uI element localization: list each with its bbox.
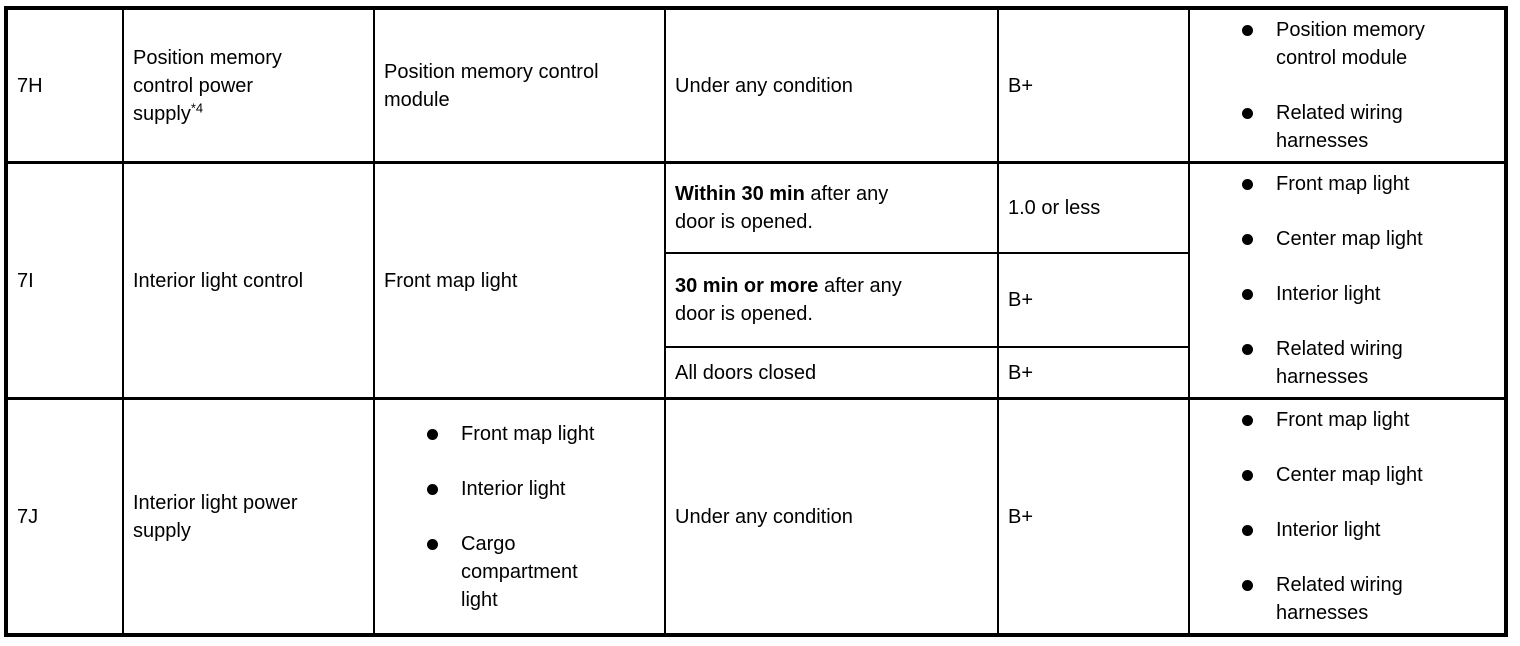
cell-connected-parts: Front map light Center map light Interio… (1188, 397, 1507, 636)
bullet-icon (1242, 415, 1253, 426)
part-text: Position memory control module (1276, 19, 1425, 69)
list-item: Related wiring harnesses (1242, 335, 1496, 391)
voltage-text: B+ (1008, 74, 1034, 97)
list-item: Position memory control module (1242, 16, 1496, 72)
voltage-text: B+ (1008, 288, 1034, 311)
cell-connected-parts: Front map light Center map light Interio… (1188, 161, 1507, 400)
cell-function: Position memory control power supply*4 (122, 7, 375, 164)
cell-voltage: B+ (997, 346, 1190, 400)
connected-parts-list: Front map light Center map light Interio… (1199, 170, 1496, 391)
list-item: Related wiring harnesses (1242, 99, 1496, 155)
cell-condition: Within 30 min after any door is opened. (664, 160, 999, 254)
condition-text: Under any condition (675, 505, 853, 528)
part-text: Related wiring harnesses (1276, 338, 1403, 388)
cell-function: Interior light control (122, 161, 375, 400)
cell-voltage: 1.0 or less (997, 160, 1190, 254)
cell-terminal-id: 7H (5, 7, 124, 164)
function-text: Position memory control power supply (133, 46, 282, 125)
part-text: Front map light (1276, 173, 1410, 195)
terminal-id-text: 7I (17, 269, 34, 292)
cell-condition: Under any condition (664, 7, 999, 164)
bullet-icon (1242, 108, 1253, 119)
list-item: Interior light (1242, 516, 1496, 544)
bullet-icon (1242, 234, 1253, 245)
list-item: Related wiring harnesses (1242, 571, 1496, 627)
part-text: Center map light (1276, 228, 1423, 250)
cell-component: Front map light (373, 161, 666, 400)
voltage-text: B+ (1008, 505, 1034, 528)
bullet-icon (1242, 179, 1253, 190)
list-item: Front map light (1242, 406, 1496, 434)
bullet-icon (1242, 344, 1253, 355)
list-item: Center map light (1242, 461, 1496, 489)
power-supply-inspection-table: 7H Position memory control power supply*… (4, 6, 1508, 637)
part-text: Related wiring harnesses (1276, 102, 1403, 152)
list-item: Interior light (427, 475, 656, 503)
component-text: Front map light (384, 269, 518, 292)
bullet-icon (427, 428, 438, 440)
table-subrow: All doors closed B+ (6, 346, 1506, 400)
bullet-icon (1242, 470, 1253, 481)
condition-bold-text: 30 min or more (675, 274, 819, 297)
component-list: Front map light Interior light Cargo com… (384, 420, 656, 614)
component-text: Interior light (461, 477, 566, 500)
condition-text: after any door is opened. (675, 274, 902, 325)
bullet-icon (1242, 25, 1253, 36)
list-item: Cargo compartment light (427, 530, 656, 614)
cell-voltage: B+ (997, 397, 1190, 636)
part-text: Related wiring harnesses (1276, 574, 1403, 624)
cell-condition: 30 min or more after any door is opened. (664, 251, 999, 349)
part-text: Interior light (1276, 283, 1381, 305)
terminal-id-text: 7H (17, 74, 43, 97)
cell-condition: All doors closed (664, 346, 999, 400)
table-row-7h: 7H Position memory control power supply*… (5, 7, 1507, 164)
footnote-marker: *4 (190, 99, 204, 115)
cell-terminal-id: 7J (5, 397, 124, 636)
table-row-7i: 7I Interior light control Front map ligh… (5, 160, 1507, 400)
list-item: Interior light (1242, 280, 1496, 308)
condition-text: Under any condition (675, 74, 853, 97)
bullet-icon (1242, 289, 1253, 300)
bullet-icon (1242, 580, 1253, 591)
condition-bold-text: Within 30 min (675, 182, 805, 205)
component-text: Position memory control module (384, 60, 599, 111)
cell-connected-parts: Position memory control module Related w… (1188, 7, 1507, 164)
table-row-7j: 7J Interior light power supply Front map… (5, 397, 1507, 636)
voltage-text: B+ (1008, 361, 1034, 384)
cell-component: Front map light Interior light Cargo com… (373, 397, 666, 636)
connected-parts-list: Front map light Center map light Interio… (1199, 406, 1496, 627)
cell-component: Position memory control module (373, 7, 666, 164)
cell-function: Interior light power supply (122, 397, 375, 636)
terminal-id-text: 7J (17, 505, 39, 528)
bullet-icon (427, 538, 438, 550)
part-text: Center map light (1276, 464, 1423, 486)
function-text: Interior light power supply (133, 491, 298, 542)
function-text: Interior light control (133, 269, 304, 292)
cell-voltage: B+ (997, 251, 1190, 349)
component-text: Cargo compartment light (461, 532, 578, 611)
component-text: Front map light (461, 422, 595, 445)
table-subrow: 30 min or more after any door is opened.… (6, 251, 1506, 349)
part-text: Front map light (1276, 409, 1410, 431)
cell-terminal-id: 7I (5, 161, 124, 400)
bullet-icon (427, 483, 438, 495)
connected-parts-list: Position memory control module Related w… (1199, 16, 1496, 155)
cell-voltage: B+ (997, 7, 1190, 164)
voltage-text: 1.0 or less (1008, 196, 1101, 219)
list-item: Front map light (427, 420, 656, 448)
condition-text: All doors closed (675, 361, 817, 384)
bullet-icon (1242, 525, 1253, 536)
list-item: Front map light (1242, 170, 1496, 198)
part-text: Interior light (1276, 519, 1381, 541)
list-item: Center map light (1242, 225, 1496, 253)
cell-condition: Under any condition (664, 397, 999, 636)
condition-text: after any door is opened. (675, 182, 889, 233)
